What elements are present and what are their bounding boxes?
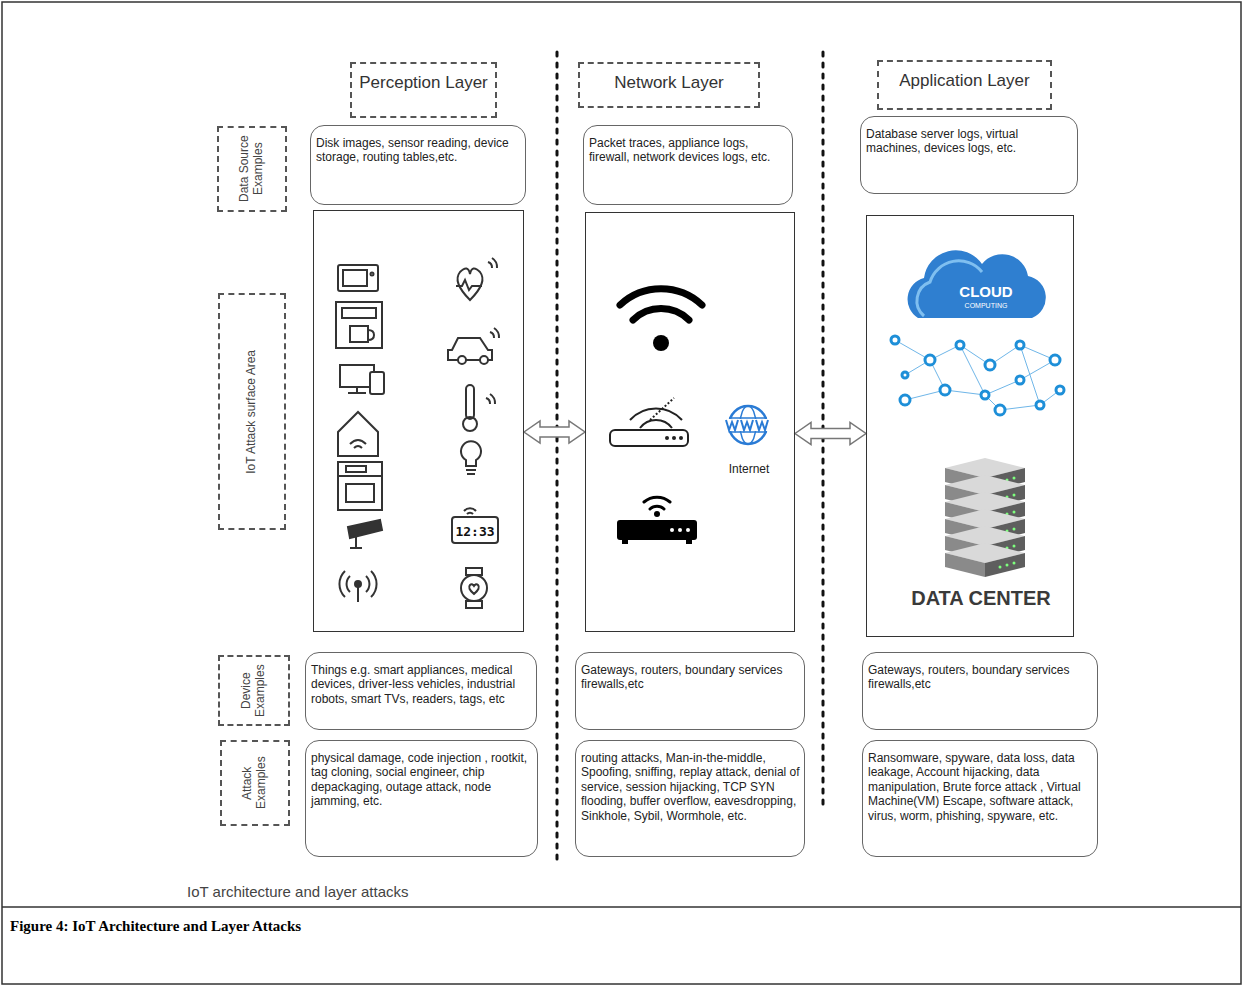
- box-text: Gateways, routers, boundary services fir…: [868, 663, 1093, 692]
- box-text: Device Examples: [240, 657, 268, 724]
- text-box: physical damage, code injection , rootki…: [305, 740, 538, 857]
- box-text: Ransomware, spyware, data loss, data lea…: [868, 751, 1093, 823]
- server-stack-icon: [945, 458, 1025, 577]
- layer-separators: [557, 52, 823, 862]
- row-label: Device Examples: [218, 655, 290, 726]
- frame-divider: [2, 906, 1241, 908]
- box-text: Data Source Examples: [238, 128, 266, 210]
- box-text: Network Layer: [580, 64, 758, 93]
- box-text: IoT Attack surface Area: [245, 350, 259, 474]
- icon-label: 12:33: [455, 524, 494, 539]
- layer-heading: Perception Layer: [350, 62, 497, 118]
- box-text: Application Layer: [879, 62, 1050, 91]
- box-text: routing attacks, Man-in-the-middle, Spoo…: [581, 751, 800, 823]
- attack-surface-box: 12:33: [313, 210, 524, 632]
- row-label: IoT Attack surface Area: [218, 293, 286, 530]
- box-text: Disk images, sensor reading, device stor…: [316, 136, 521, 165]
- text-box: Gateways, routers, boundary services fir…: [575, 652, 805, 730]
- text-box: Things e.g. smart appliances, medical de…: [305, 652, 537, 730]
- figure-caption: Figure 4: IoT Architecture and Layer Att…: [10, 918, 301, 935]
- box-text: Gateways, routers, boundary services fir…: [581, 663, 800, 692]
- text-box: Ransomware, spyware, data loss, data lea…: [862, 740, 1098, 857]
- icon-label: Internet: [729, 462, 770, 476]
- icon-label: CLOUD: [959, 283, 1012, 300]
- figure-inner-caption: IoT architecture and layer attacks: [187, 883, 409, 900]
- attack-surface-box: Internet: [585, 212, 795, 632]
- box-text: physical damage, code injection , rootki…: [311, 751, 533, 809]
- box-text: Database server logs, virtual machines, …: [866, 127, 1073, 156]
- double-arrow: [524, 421, 585, 443]
- text-box: Database server logs, virtual machines, …: [860, 116, 1078, 194]
- box-text: Things e.g. smart appliances, medical de…: [311, 663, 532, 706]
- text-box: Gateways, routers, boundary services fir…: [862, 652, 1098, 730]
- cloud-icon: [891, 250, 1064, 415]
- device-icons: [336, 258, 499, 608]
- attack-surface-box: CLOUD COMPUTING DATA CENTER: [866, 215, 1074, 637]
- box-text: Perception Layer: [352, 64, 495, 93]
- row-label: Attack Examples: [220, 740, 290, 826]
- layer-heading: Application Layer: [877, 60, 1052, 110]
- layer-heading: Network Layer: [578, 62, 760, 108]
- text-box: routing attacks, Man-in-the-middle, Spoo…: [575, 740, 805, 857]
- box-text: Attack Examples: [241, 742, 269, 824]
- text-box: Packet traces, appliance logs, firewall,…: [583, 125, 793, 205]
- icon-label: DATA CENTER: [911, 587, 1051, 610]
- double-arrow: [795, 423, 866, 445]
- row-label: Data Source Examples: [217, 126, 287, 212]
- box-text: Packet traces, appliance logs, firewall,…: [589, 136, 788, 165]
- text-box: Disk images, sensor reading, device stor…: [310, 125, 526, 205]
- network-icons: [610, 289, 772, 544]
- icon-label: COMPUTING: [965, 302, 1008, 309]
